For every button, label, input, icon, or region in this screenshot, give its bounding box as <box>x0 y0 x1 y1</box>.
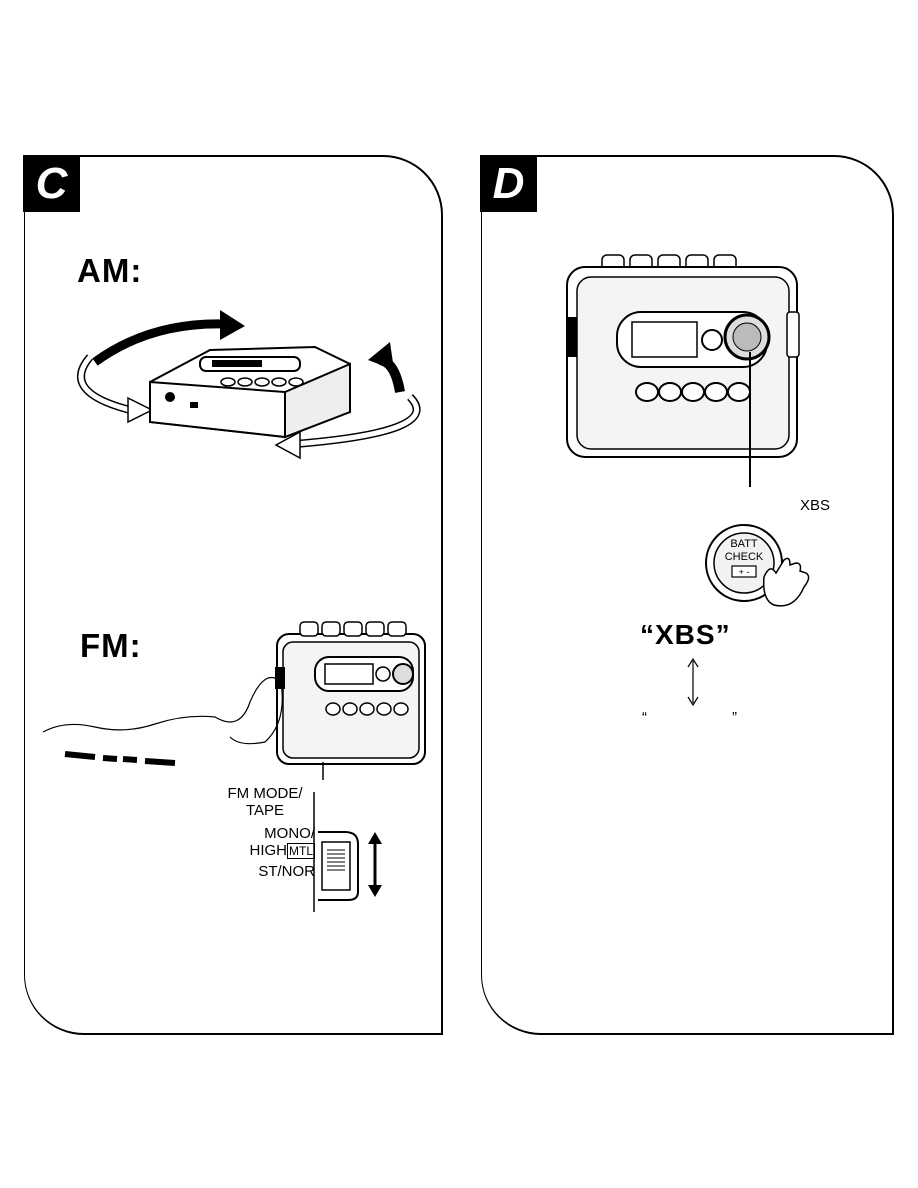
rotate-arrow-left-head <box>127 396 154 424</box>
toggle-arrow-icon <box>687 657 699 707</box>
battery-icon <box>731 565 757 578</box>
rotate-arrow-top-head <box>220 310 245 340</box>
mtl-mark: MTL <box>287 843 315 859</box>
pressing-finger-icon <box>762 557 810 607</box>
fm-mode-line2: TAPE <box>245 802 285 819</box>
xbs-big-label: “XBS” <box>640 619 731 650</box>
fm-mode-label: FM MODE/ TAPE <box>215 785 315 819</box>
rotate-arrow-right-head <box>368 342 394 370</box>
st-nor-label: ST/NOR <box>258 863 315 880</box>
xbs-device-illustration <box>566 254 800 487</box>
fm-antenna-wire <box>42 677 283 745</box>
high-text: HIGH <box>249 842 288 859</box>
panel-tag-d: D <box>480 155 537 212</box>
fm-mode-line1: FM MODE/ <box>227 785 303 802</box>
fm-device-illustration <box>42 621 426 780</box>
batt-check-button[interactable]: BATT CHECK + - <box>704 515 844 615</box>
am-rotate-illustration <box>77 310 421 460</box>
quote-open: “ <box>642 709 647 726</box>
batt-text: BATT <box>730 538 758 550</box>
am-radio-device <box>149 345 351 439</box>
panel-tag-c: C <box>23 155 80 212</box>
fm-label: FM: <box>80 627 142 664</box>
panel-c: C AM: FM: <box>23 155 443 1035</box>
svg-text:+ -: + - <box>739 567 750 577</box>
xbs-label-small: XBS <box>800 497 831 514</box>
fm-mode-switch[interactable] <box>310 792 420 912</box>
panel-d: D XBS BATT CHECK + - “XBS” <box>480 155 894 1035</box>
am-label: AM: <box>77 252 143 289</box>
fm-direction-arrow <box>64 751 176 766</box>
rotate-arrow-top <box>92 319 226 366</box>
rotate-arrow-bottom-head <box>274 430 301 460</box>
check-text: CHECK <box>725 551 764 563</box>
fm-radio-device <box>275 621 426 765</box>
mono-line1: MONO/ <box>264 825 315 842</box>
quote-close: ” <box>732 709 737 726</box>
